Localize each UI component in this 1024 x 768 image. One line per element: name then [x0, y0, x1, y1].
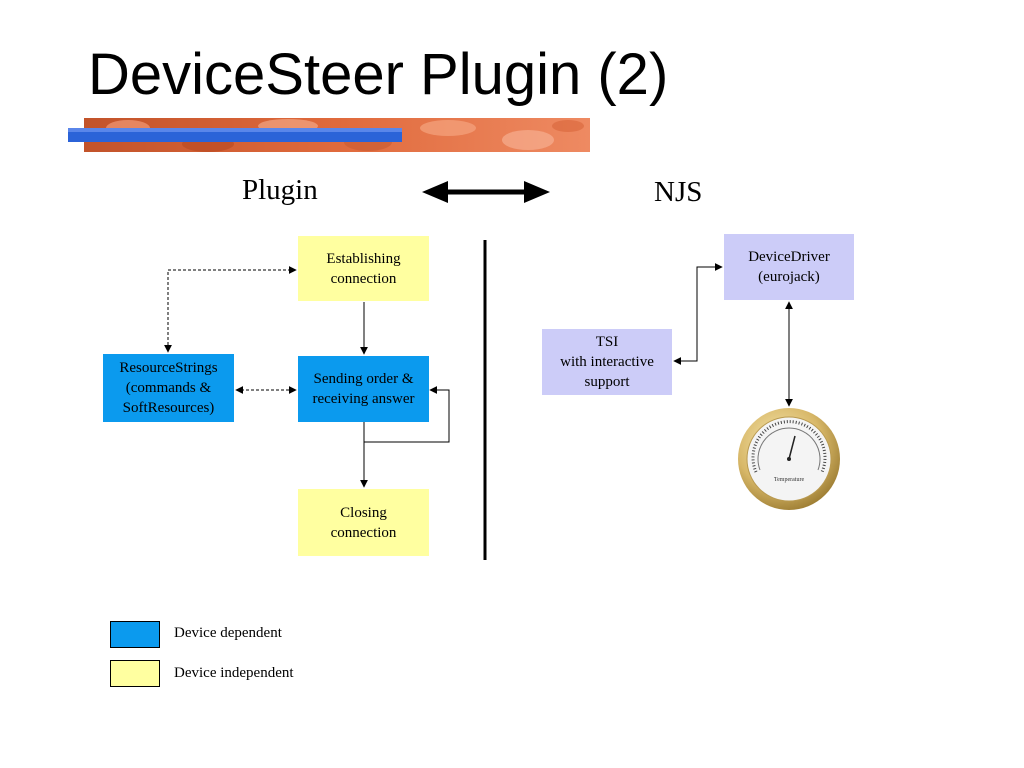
resource-strings-box: ResourceStrings (commands & SoftResource… [103, 354, 234, 422]
link-tsi-driver [673, 263, 723, 365]
legend-label-device-dependent: Device dependent [174, 625, 282, 641]
plugin-label: Plugin [242, 174, 318, 206]
bidirectional-arrow-icon [422, 181, 550, 203]
sending-order-box: Sending order & receiving answer [298, 356, 429, 422]
legend-label-device-independent: Device independent [174, 665, 294, 681]
title-banner [68, 118, 590, 152]
legend-swatch-device-independent [110, 660, 160, 687]
dashed-link-establish-resource [164, 266, 297, 353]
legend-swatch-device-dependent [110, 621, 160, 648]
njs-label: NJS [654, 176, 703, 208]
self-loop-sending [363, 386, 450, 443]
device-driver-box: DeviceDriver (eurojack) [724, 234, 854, 300]
establishing-connection-box: Establishing connection [298, 236, 429, 301]
tsi-box: TSI with interactive support [542, 329, 672, 395]
slide-title: DeviceSteer Plugin (2) [88, 42, 669, 107]
closing-connection-box: Closing connection [298, 489, 429, 556]
